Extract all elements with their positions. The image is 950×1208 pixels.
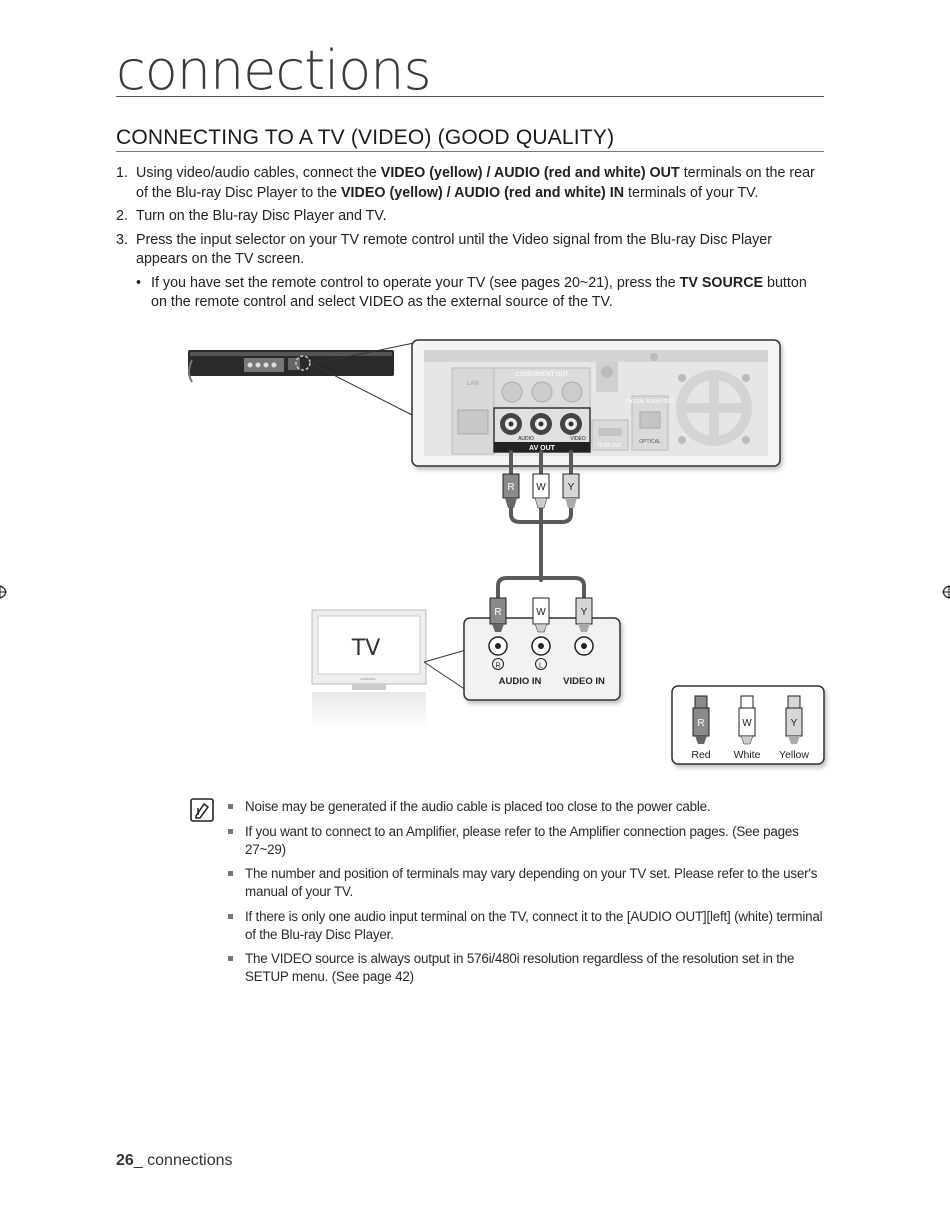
note-icon bbox=[190, 798, 214, 822]
jack-mark-left: L bbox=[539, 663, 543, 670]
bullet: • bbox=[136, 274, 142, 291]
note-item: The number and position of terminals may… bbox=[228, 865, 828, 901]
svg-text:R: R bbox=[507, 482, 514, 493]
instruction-steps: 1. Using video/audio cables, connect the… bbox=[116, 164, 826, 313]
svg-text:R: R bbox=[494, 607, 501, 618]
notes-list: Noise may be generated if the audio cabl… bbox=[228, 798, 828, 993]
step-3-subitem: • If you have set the remote control to … bbox=[116, 274, 826, 313]
av-out-label: AV OUT bbox=[529, 445, 556, 452]
audio-label: AUDIO bbox=[518, 436, 534, 442]
tv-illustration: TV SAMSUNG bbox=[311, 609, 427, 728]
note-item: The VIDEO source is always output in 576… bbox=[228, 950, 828, 986]
svg-text:Y: Y bbox=[581, 607, 588, 618]
tv-brand: SAMSUNG bbox=[360, 677, 376, 681]
legend-label-white: White bbox=[734, 749, 761, 761]
step-text: Press the input selector on your TV remo… bbox=[136, 231, 772, 268]
section-rule bbox=[116, 151, 824, 152]
step-2: 2. Turn on the Blu-ray Disc Player and T… bbox=[116, 207, 826, 227]
svg-text:W: W bbox=[742, 718, 752, 729]
audio-in-label: AUDIO IN bbox=[499, 676, 542, 687]
legend-label-yellow: Yellow bbox=[779, 749, 809, 761]
svg-text:W: W bbox=[536, 482, 546, 493]
chapter-rule bbox=[116, 96, 824, 97]
registration-mark-left bbox=[0, 585, 7, 599]
legend-yellow: Y Yellow bbox=[779, 695, 809, 761]
tv-input-panel: R W Y R L AUDIO IN VIDEO IN bbox=[463, 597, 621, 701]
bluray-player bbox=[188, 350, 394, 383]
component-out-label: COMPONENT OUT bbox=[515, 372, 569, 378]
plug-white-bottom: W bbox=[532, 597, 550, 633]
tv-label: TV bbox=[351, 636, 381, 661]
cable-legend: R Red W White Y Yellow bbox=[671, 685, 825, 765]
svg-text:Y: Y bbox=[791, 718, 798, 729]
plug-red-bottom: R bbox=[489, 597, 507, 632]
hdmi-out-label: HDMI OUT bbox=[598, 443, 623, 449]
step-text: Using video/audio cables, connect the VI… bbox=[136, 165, 815, 201]
page-footer: 26_ connections bbox=[116, 1152, 233, 1169]
plug-red-top: R bbox=[502, 473, 520, 508]
step-number: 3. bbox=[116, 231, 128, 248]
plug-white-top: W bbox=[532, 473, 550, 509]
legend-label-red: Red bbox=[691, 749, 710, 761]
step-text: Turn on the Blu-ray Disc Player and TV. bbox=[136, 208, 387, 224]
video-in-label: VIDEO IN bbox=[563, 676, 605, 687]
svg-text:Y: Y bbox=[568, 482, 575, 493]
note-item: Noise may be generated if the audio cabl… bbox=[228, 798, 828, 816]
note-item: If there is only one audio input termina… bbox=[228, 908, 828, 944]
optical-label: OPTICAL bbox=[639, 439, 661, 445]
step-1: 1. Using video/audio cables, connect the… bbox=[116, 164, 826, 203]
page-number: 26 bbox=[116, 1152, 134, 1169]
av-cable bbox=[496, 450, 586, 600]
svg-text:R: R bbox=[697, 718, 704, 729]
digital-audio-label: DIGITAL AUDIO OUT bbox=[626, 399, 674, 405]
note-item: If you want to connect to an Amplifier, … bbox=[228, 823, 828, 859]
chapter-title: connections bbox=[116, 39, 432, 102]
jack-mark-right: R bbox=[495, 663, 500, 670]
plug-yellow-top: Y bbox=[562, 473, 580, 508]
footer-label: connections bbox=[147, 1152, 233, 1169]
video-label: VIDEO bbox=[570, 436, 586, 442]
step-number: 1. bbox=[116, 165, 128, 181]
step-number: 2. bbox=[116, 208, 128, 224]
svg-text:W: W bbox=[536, 607, 546, 618]
rear-panel-zoom: LAN COMPONENT OUT AUDIO VIDEO AV OUT HDM… bbox=[411, 339, 781, 467]
legend-red: R Red bbox=[691, 695, 711, 761]
plug-yellow-bottom: Y bbox=[575, 597, 593, 632]
step-3: 3. Press the input selector on your TV r… bbox=[116, 231, 826, 270]
section-title: CONNECTING TO A TV (VIDEO) (GOOD QUALITY… bbox=[116, 126, 615, 149]
lan-label: LAN bbox=[467, 381, 479, 387]
registration-mark-right bbox=[942, 585, 950, 599]
subitem-text: If you have set the remote control to op… bbox=[151, 274, 807, 311]
legend-white: W White bbox=[734, 695, 761, 761]
